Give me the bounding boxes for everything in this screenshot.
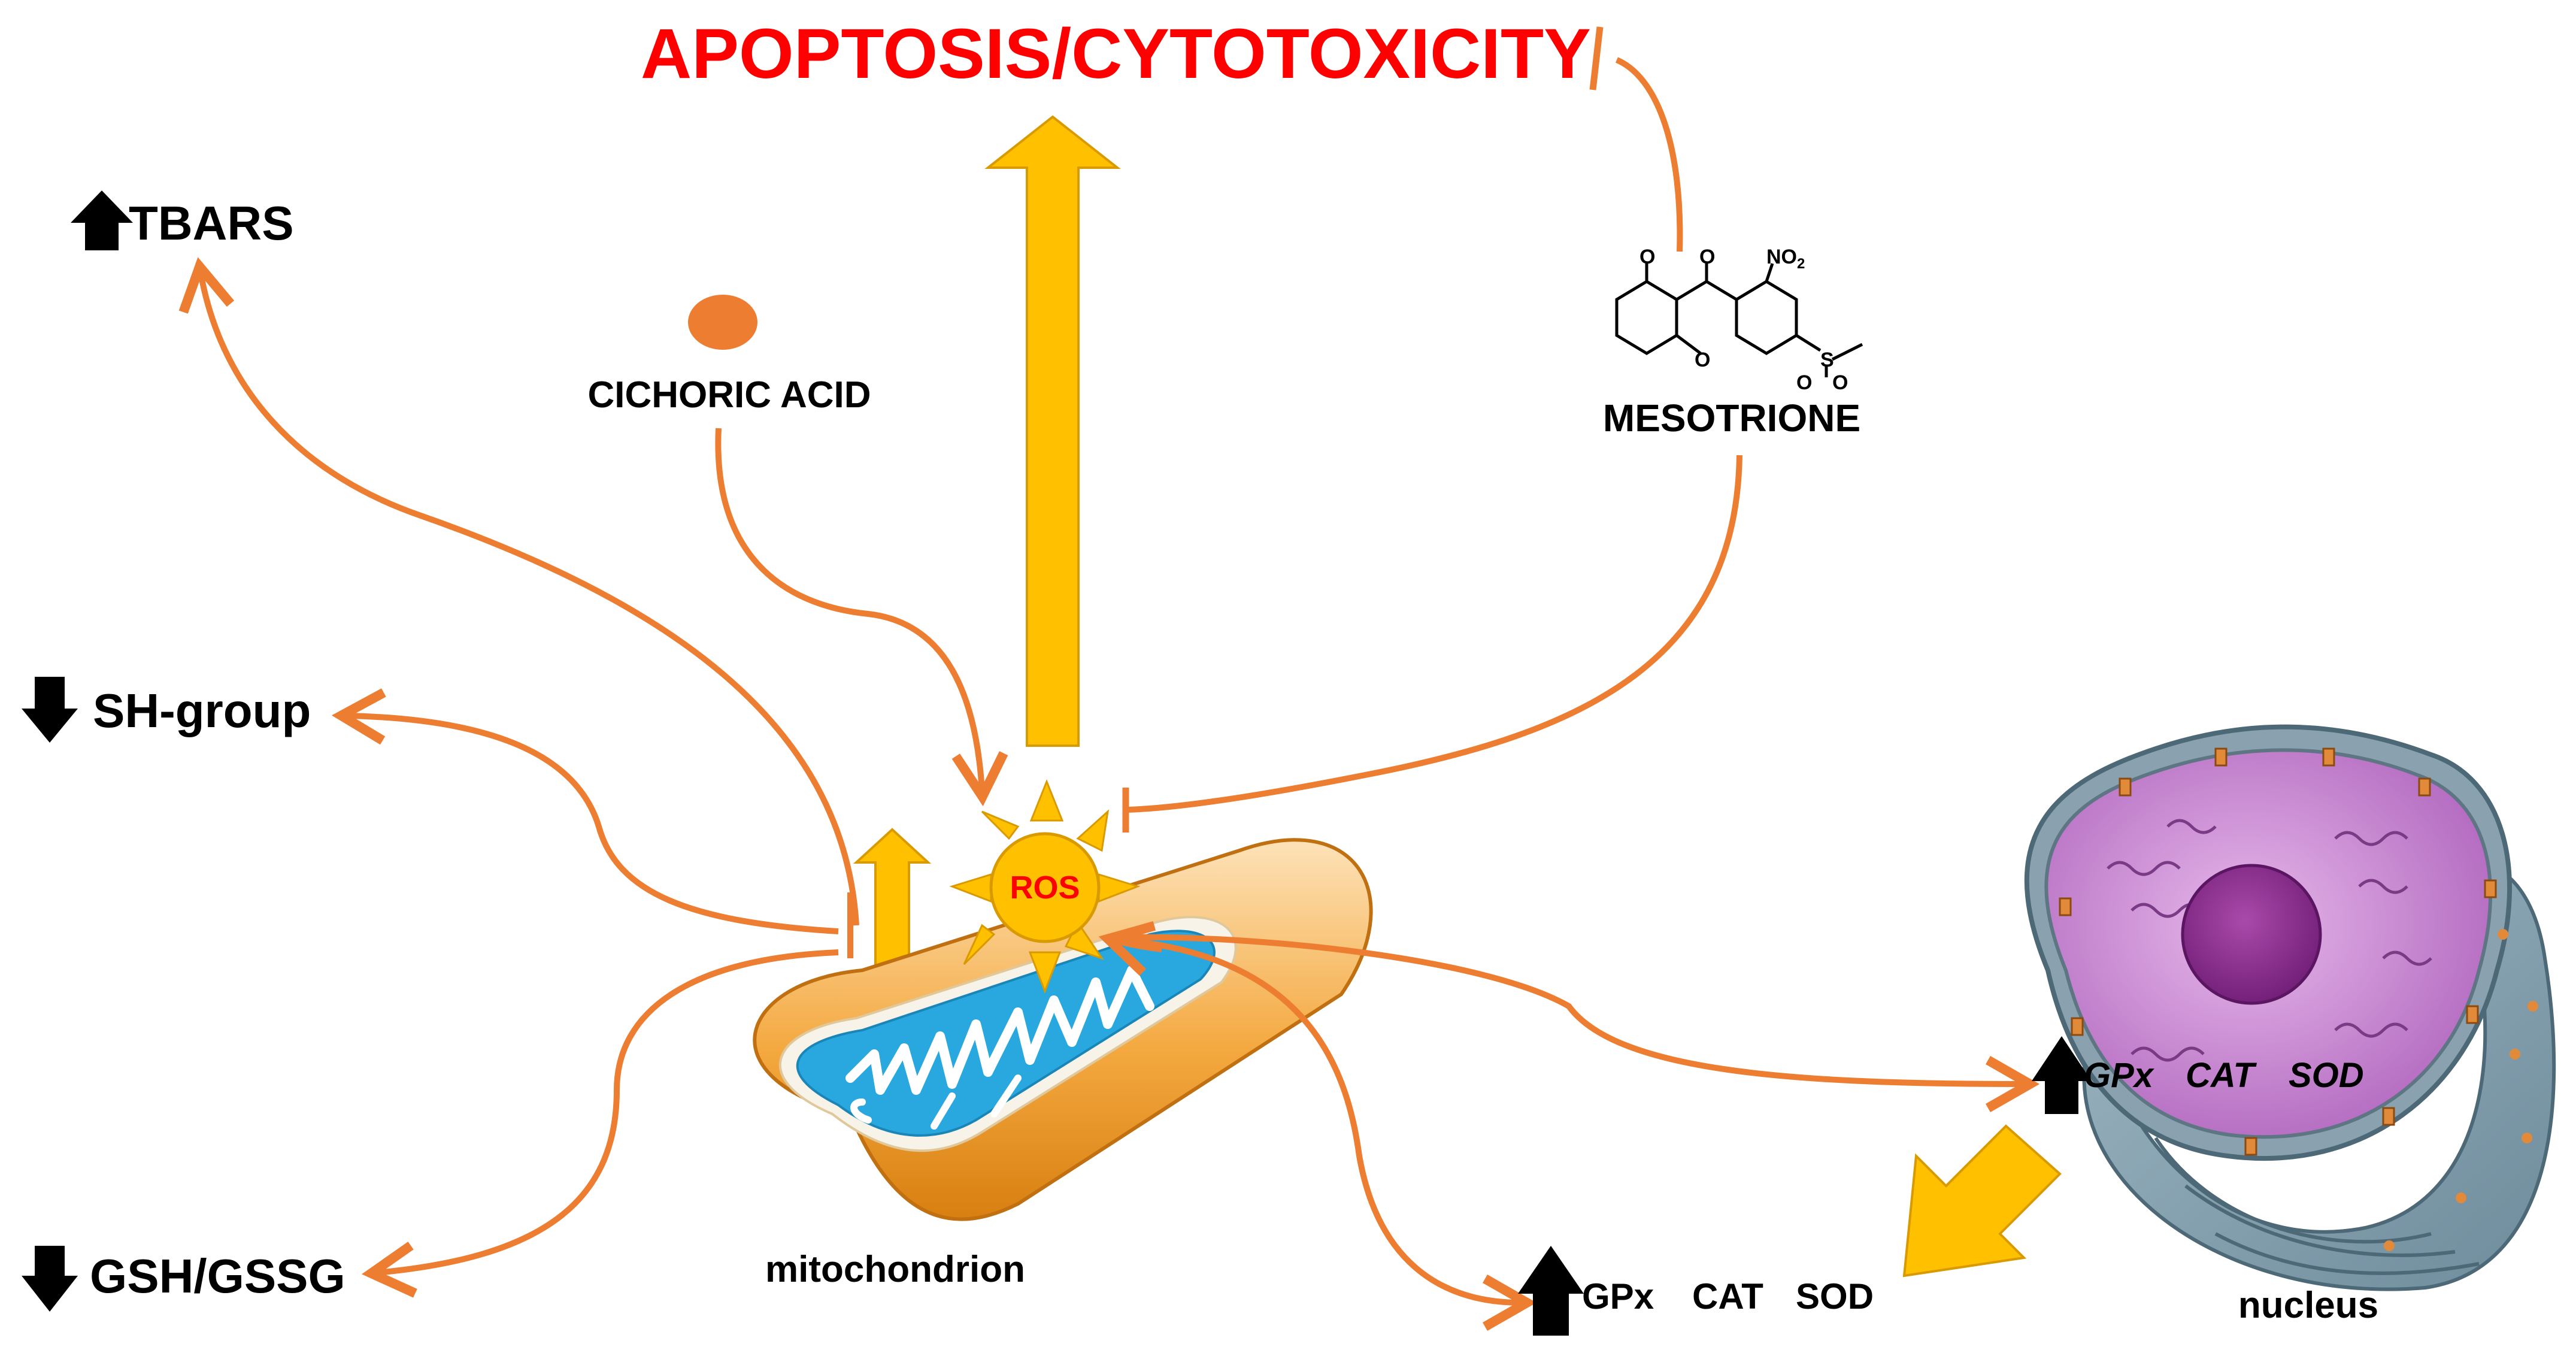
nucleus-to-enzymes-arrow [1902,1124,2062,1278]
arrow-to-tbars [178,257,859,926]
down-arrow-icon [22,677,78,743]
mitochondrion-label: mitochondrion [765,1249,1025,1290]
mesotrione-no-sub: 2 [1797,256,1805,272]
bottom-enzyme-gpx: GPx [1582,1276,1654,1316]
arrow-to-bottom-enzymes [1125,937,1537,1331]
arrow-cichoric-to-ros [715,428,1008,807]
ros-label: ROS [1010,870,1080,906]
ros-sun: ROS [949,779,1141,994]
mesotrione-so2: O [1832,371,1848,394]
tbars-label: TBARS [129,196,294,250]
sh-group-label: SH-group [93,684,311,737]
mesotrione-inhibits-ros [1125,455,1742,813]
cichoric-acid-dot [688,295,757,350]
title-inhibition-bar [1589,26,1604,90]
arrow-into-ros-right [1098,921,1162,976]
mesotrione-so1: O [1796,371,1812,394]
nucleus-enzymes-up-arrow-icon [2032,1036,2092,1114]
bottom-enzyme-sod: SOD [1796,1276,1874,1316]
mesotrione-o1: O [1639,246,1655,268]
nucleus-label: nucleus [2238,1285,2378,1326]
sh-group-indicator: SH-group [22,677,311,743]
small-upward-arrow [853,828,932,971]
bottom-enzymes-up-arrow-icon [1518,1246,1584,1336]
nucleus-enzyme-cat: CAT [2186,1056,2257,1095]
mesotrione-structure [1615,263,1863,377]
gsh-gssg-label: GSH/GSSG [90,1249,346,1303]
nucleolus [2181,864,2322,1005]
mesotrione-o2: O [1699,246,1715,268]
big-upward-arrow [984,115,1121,747]
nucleus-enzyme-sod: SOD [2289,1056,2364,1095]
mesotrione-no: NO [1766,246,1797,268]
mesotrione-s: S [1820,349,1834,371]
mesotrione-inhibits-apoptosis [1615,57,1683,252]
mesotrione-no2: NO2 [1766,246,1805,272]
arrow-to-gsh-gssg [361,949,839,1298]
arrow-to-sh-group [331,688,839,934]
tbars-indicator: TBARS [71,190,294,250]
up-arrow-icon [71,190,133,250]
arrow-to-nucleus-enzymes [1113,934,2040,1112]
bottom-enzyme-cat: CAT [1692,1276,1763,1316]
down-arrow-icon [22,1246,78,1312]
cichoric-acid-label: CICHORIC ACID [587,374,871,416]
ros-circle [989,832,1101,943]
gsh-gssg-indicator: GSH/GSSG [22,1246,346,1312]
title-apoptosis-cytotoxicity: APOPTOSIS/CYTOTOXICITY [641,14,1591,93]
mesotrione-label: MESOTRIONE [1603,396,1860,440]
mesotrione-o3: O [1695,349,1710,371]
nucleus-enzyme-gpx: GPx [2084,1056,2155,1095]
nucleus-illustration [2024,724,2556,1291]
